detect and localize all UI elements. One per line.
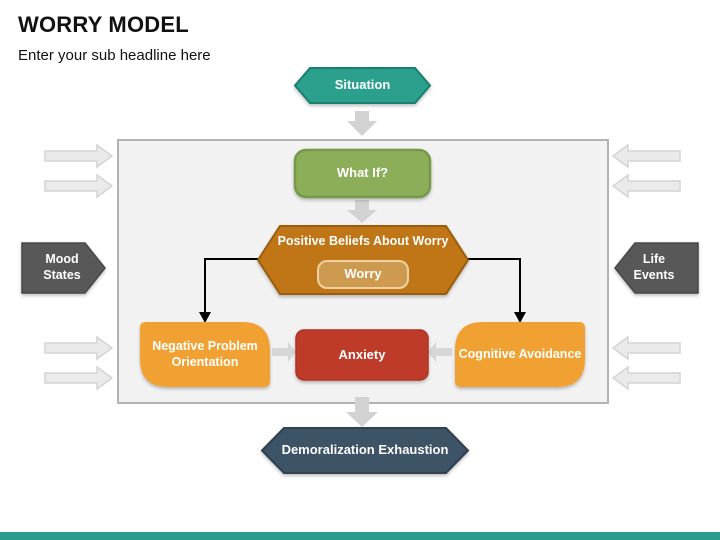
side-arrow-right-icon — [44, 173, 114, 199]
side-arrow-right-icon — [44, 335, 114, 361]
cognitive-avoidance-shape — [455, 322, 585, 387]
what-if-shape — [293, 148, 432, 199]
negative-problem-orientation-shape — [140, 322, 270, 387]
worry-shape — [317, 260, 409, 289]
slide-title: WORRY MODEL — [18, 12, 189, 37]
side-arrow-right-icon — [44, 365, 114, 391]
side-arrow-left-icon — [611, 173, 681, 199]
side-arrow-right-icon — [44, 143, 114, 169]
slide-subtitle: Enter your sub headline here — [18, 47, 211, 64]
connector-left-arrowhead-icon — [199, 312, 211, 323]
flow-arrow-down-icon — [347, 200, 377, 223]
bottom-accent-bar — [0, 532, 720, 540]
connector-right-arrowhead-icon — [514, 312, 526, 323]
side-arrow-left-icon — [611, 365, 681, 391]
flow-arrow-right-icon — [272, 342, 296, 362]
situation-shape — [293, 67, 432, 104]
life-events-shape — [614, 242, 699, 294]
anxiety-shape — [295, 329, 429, 381]
demoralization-exhaustion-shape — [260, 427, 470, 474]
connector-right — [468, 258, 521, 313]
flow-arrow-left-icon — [428, 342, 452, 362]
mood-states-shape — [21, 242, 106, 294]
side-arrow-left-icon — [611, 335, 681, 361]
flow-arrow-down-icon — [346, 397, 378, 427]
side-arrow-left-icon — [611, 143, 681, 169]
flow-arrow-down-icon — [347, 111, 377, 136]
connector-left — [204, 258, 258, 313]
